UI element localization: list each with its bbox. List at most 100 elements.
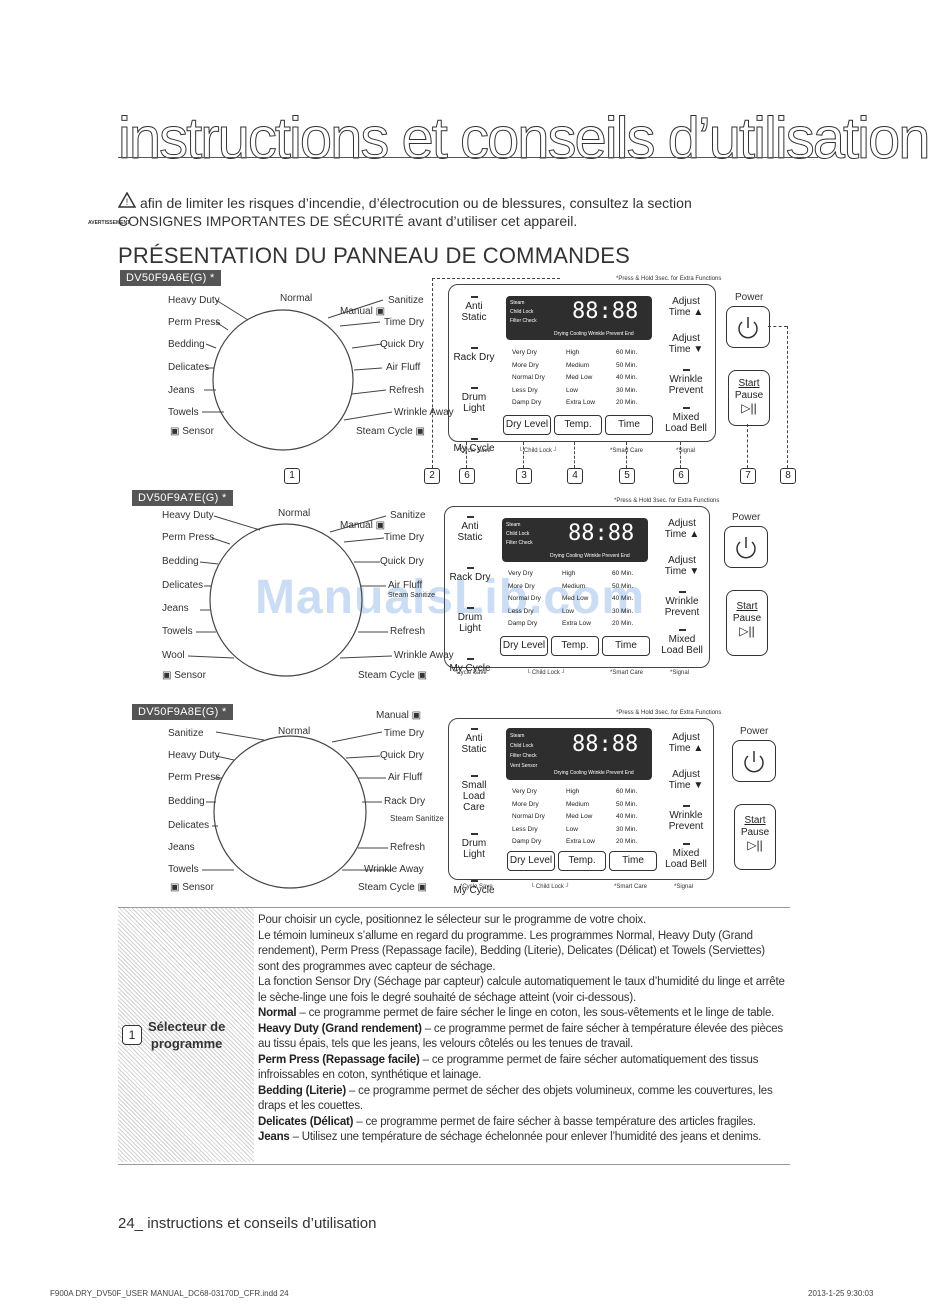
description-paragraph: La fonction Sensor Dry (Séchage par capt… <box>258 976 785 1004</box>
anti-static-button[interactable]: Anti Static <box>461 301 487 323</box>
dial-option: Refresh <box>389 385 425 396</box>
dry-level-option: Very Dry <box>512 788 537 795</box>
power-button[interactable] <box>726 306 770 348</box>
program-normal: Normal – ce programme permet de faire sé… <box>258 1007 775 1019</box>
temp-option: Extra Low <box>562 620 591 628</box>
steam-indicator: Steam <box>510 300 525 306</box>
steam-cycle-label: Steam Cycle ▣ <box>358 882 427 893</box>
power-label: Power <box>740 726 769 737</box>
dial-option: Towels <box>168 407 199 418</box>
dry-level-option: Normal Dry <box>512 813 545 821</box>
signal-note: *Signal <box>676 448 696 454</box>
power-button[interactable] <box>724 526 768 568</box>
model-name: DV50F9A7E(G) * <box>132 490 233 506</box>
lcd-display: Steam Child Lock Filter Check 88:88 Dryi… <box>502 518 648 562</box>
drum-light-button[interactable]: Drum Light <box>461 838 487 860</box>
page-title: instructions et conseils d’utilisation <box>118 106 932 171</box>
small-load-care-button[interactable]: Small Load Care <box>461 780 487 813</box>
control-panel <box>444 506 710 668</box>
dial-option: Rack Dry <box>384 796 426 807</box>
dial-option: Steam Sanitize <box>390 814 444 823</box>
temp-button[interactable]: Temp. <box>554 415 602 435</box>
stage-wrinkle: Wrinkle Prevent <box>584 553 620 559</box>
sensor-label: ▣ Sensor <box>170 882 214 893</box>
rack-dry-button[interactable]: Rack Dry <box>449 572 491 583</box>
dial-top: Normal <box>278 726 311 737</box>
my-cycle-button[interactable]: My Cycle <box>453 885 495 896</box>
rack-dry-button[interactable]: Rack Dry <box>453 352 495 363</box>
drum-light-button[interactable]: Drum Light <box>457 612 483 634</box>
temp-button[interactable]: Temp. <box>551 636 599 656</box>
dry-level-option: Very Dry <box>512 349 537 356</box>
dial-option: Wrinkle Away <box>364 864 424 875</box>
temp-option: Medium <box>566 361 590 369</box>
my-cycle-button[interactable]: My Cycle <box>449 663 491 674</box>
program-heavy-duty: Heavy Duty (Grand rendement) – ce progra… <box>258 1022 783 1051</box>
anti-static-button[interactable]: Anti Static <box>457 521 483 543</box>
dial-option: Heavy Duty <box>162 510 214 521</box>
filter-check-indicator: Filter Check <box>510 753 537 759</box>
model-2-panel: DV50F9A7E(G) * Heavy Duty Perm Press Bed… <box>118 488 798 698</box>
power-button[interactable] <box>732 740 776 782</box>
dry-level-button[interactable]: Dry Level <box>507 851 555 871</box>
temp-option: Med Low <box>566 813 593 821</box>
time-button[interactable]: Time <box>609 851 657 871</box>
dry-level-option: Less Dry <box>508 607 534 615</box>
start-pause-button[interactable]: Start Pause ▷|| <box>734 804 776 870</box>
dial-option: Wrinkle Away <box>394 650 454 661</box>
temp-button[interactable]: Temp. <box>558 851 606 871</box>
vent-sensor-indicator: Vent Sensor <box>510 763 538 769</box>
my-cycle-button[interactable]: My Cycle <box>453 443 495 454</box>
warning-notice: ! afin de limiter les risques d’incendie… <box>88 191 692 230</box>
program-dial <box>202 731 392 889</box>
lcd-display: Steam Child Lock Filter Check 88:88 Dryi… <box>506 296 652 340</box>
program-dial <box>187 515 393 677</box>
dial-option: Time Dry <box>384 532 425 543</box>
play-pause-icon: ▷|| <box>739 624 755 638</box>
print-file-name: F900A DRY_DV50F_USER MANUAL_DC68-03170D_… <box>50 1289 289 1298</box>
dial-option: Bedding <box>162 556 199 567</box>
stage-drying: Drying <box>554 770 569 776</box>
dry-level-option: Normal Dry <box>508 595 541 603</box>
child-lock-note: └ Child Lock ┘ <box>518 448 558 454</box>
callout-number: 3 <box>516 468 532 484</box>
watermark: ManualsLib.com <box>255 571 646 624</box>
temp-option: Medium <box>566 800 590 808</box>
description-paragraph: Pour choisir un cycle, positionnez le sé… <box>258 914 646 926</box>
time-display: 88:88 <box>572 732 639 757</box>
time-option: 40 Min. <box>616 813 638 821</box>
start-pause-button[interactable]: Start Pause ▷|| <box>726 590 768 656</box>
dry-level-button[interactable]: Dry Level <box>500 636 548 656</box>
dry-level-button[interactable]: Dry Level <box>503 415 551 435</box>
dial-option: Sanitize <box>168 728 204 739</box>
dial-option: Air Fluff <box>388 580 423 591</box>
hold-note: *Press & Hold 3sec. for Extra Functions <box>616 710 722 716</box>
dry-level-option: Damp Dry <box>512 838 542 846</box>
stage-end: End <box>624 770 634 776</box>
start-pause-button[interactable]: Start Pause ▷|| <box>728 370 770 426</box>
callout-number: 2 <box>424 468 440 484</box>
anti-static-button[interactable]: Anti Static <box>461 733 487 755</box>
time-button[interactable]: Time <box>602 636 650 656</box>
time-option: 20 Min. <box>616 399 638 407</box>
dial-option: Delicates <box>168 362 210 373</box>
steam-indicator: Steam <box>506 522 521 528</box>
temp-option: High <box>566 788 580 795</box>
dial-top: Normal <box>278 508 311 519</box>
time-button[interactable]: Time <box>605 415 653 435</box>
time-option: 20 Min. <box>616 838 638 846</box>
drum-light-button[interactable]: Drum Light <box>461 392 487 414</box>
